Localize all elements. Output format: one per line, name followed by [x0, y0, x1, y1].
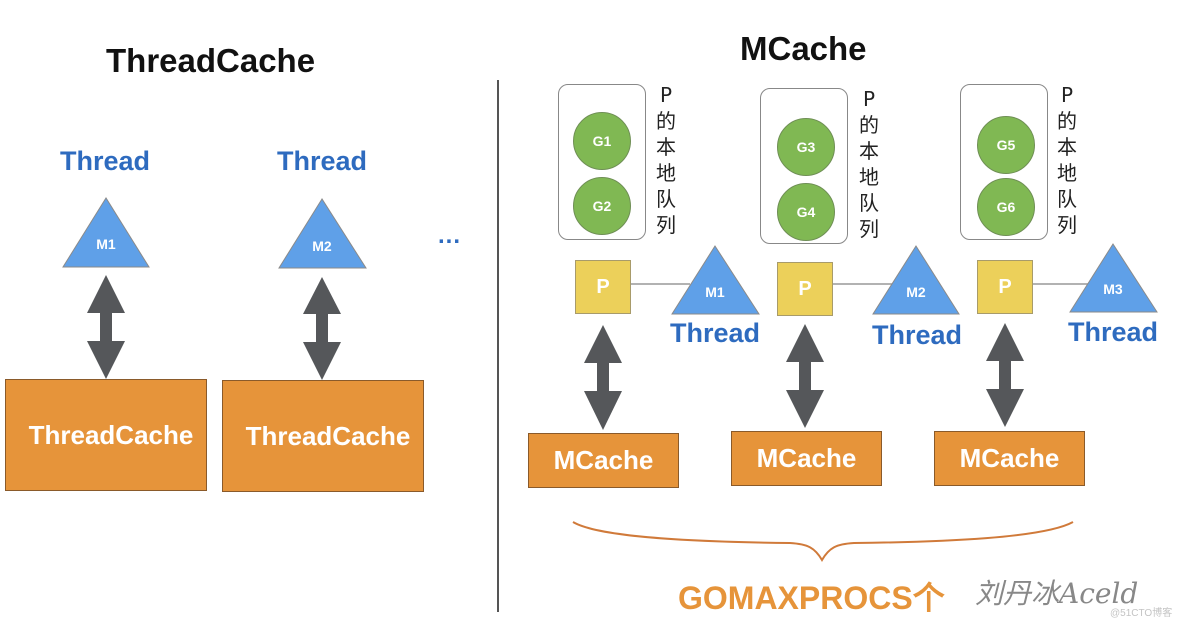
double-arrow-right-1: [584, 325, 622, 430]
processor-p-3: P: [977, 260, 1033, 314]
threadcache-box-1: ThreadCache: [5, 379, 207, 491]
ellipsis-more-threads: ...: [438, 222, 462, 249]
m2-label-left: M2: [312, 238, 332, 254]
local-queue-2: G3 G4: [760, 88, 848, 244]
m1-triangle-right: [671, 245, 760, 315]
m2-triangle-left: [278, 198, 367, 269]
double-arrow-left-2: [303, 277, 341, 380]
mcache-box-2: MCache: [731, 431, 882, 486]
author-signature: 刘丹冰Aceld: [975, 577, 1139, 610]
local-queue-3: G5 G6: [960, 84, 1048, 240]
gomaxprocs-label: GOMAXPROCS个: [678, 580, 945, 616]
threadcache-box-1-label: ThreadCache: [28, 419, 194, 450]
local-queue-label-3: P 的 本 地 队 列: [1057, 83, 1077, 237]
mcache-box-1: MCache: [528, 433, 679, 488]
threadcache-box-2-label: ThreadCache: [245, 420, 411, 451]
goroutine-g5: G5: [977, 116, 1035, 174]
local-queue-1: G1 G2: [558, 84, 646, 240]
local-queue-label-1: P 的 本 地 队 列: [656, 83, 676, 237]
goroutine-g4: G4: [777, 183, 835, 241]
goroutine-g6: G6: [977, 178, 1035, 236]
m3-triangle-right: [1069, 243, 1158, 313]
threadcache-box-2: ThreadCache: [222, 380, 424, 492]
double-arrow-right-2: [786, 324, 824, 428]
watermark: @51CTO博客: [1110, 608, 1173, 619]
m2-label-right: M2: [906, 284, 926, 300]
mcache-box-3: MCache: [934, 431, 1085, 486]
mcache-box-2-label: MCache: [756, 443, 857, 473]
thread-label-left-1: Thread: [60, 146, 151, 176]
mcache-box-3-label: MCache: [959, 443, 1060, 473]
gomaxprocs-brace: [572, 521, 1074, 562]
mcache-box-1-label: MCache: [553, 445, 654, 475]
thread-label-left-2: Thread: [277, 146, 368, 176]
goroutine-g1: G1: [573, 112, 631, 170]
threadcache-title: ThreadCache: [106, 42, 316, 79]
goroutine-g3: G3: [777, 118, 835, 176]
m3-label-right: M3: [1103, 281, 1123, 297]
goroutine-g2: G2: [573, 177, 631, 235]
double-arrow-right-3: [986, 323, 1024, 427]
local-queue-label-2: P 的 本 地 队 列: [859, 87, 879, 241]
mcache-title: MCache: [740, 30, 867, 67]
processor-p-2: P: [777, 262, 833, 316]
m1-triangle-left: [62, 197, 150, 268]
double-arrow-left-1: [87, 275, 125, 379]
m1-label-right: M1: [705, 284, 725, 300]
processor-p-1: P: [575, 260, 631, 314]
thread-label-right-3: Thread: [1068, 317, 1159, 347]
m2-triangle-right: [872, 245, 960, 315]
m1-label-left: M1: [96, 236, 116, 252]
thread-label-right-1: Thread: [670, 318, 761, 348]
thread-label-right-2: Thread: [872, 320, 963, 350]
